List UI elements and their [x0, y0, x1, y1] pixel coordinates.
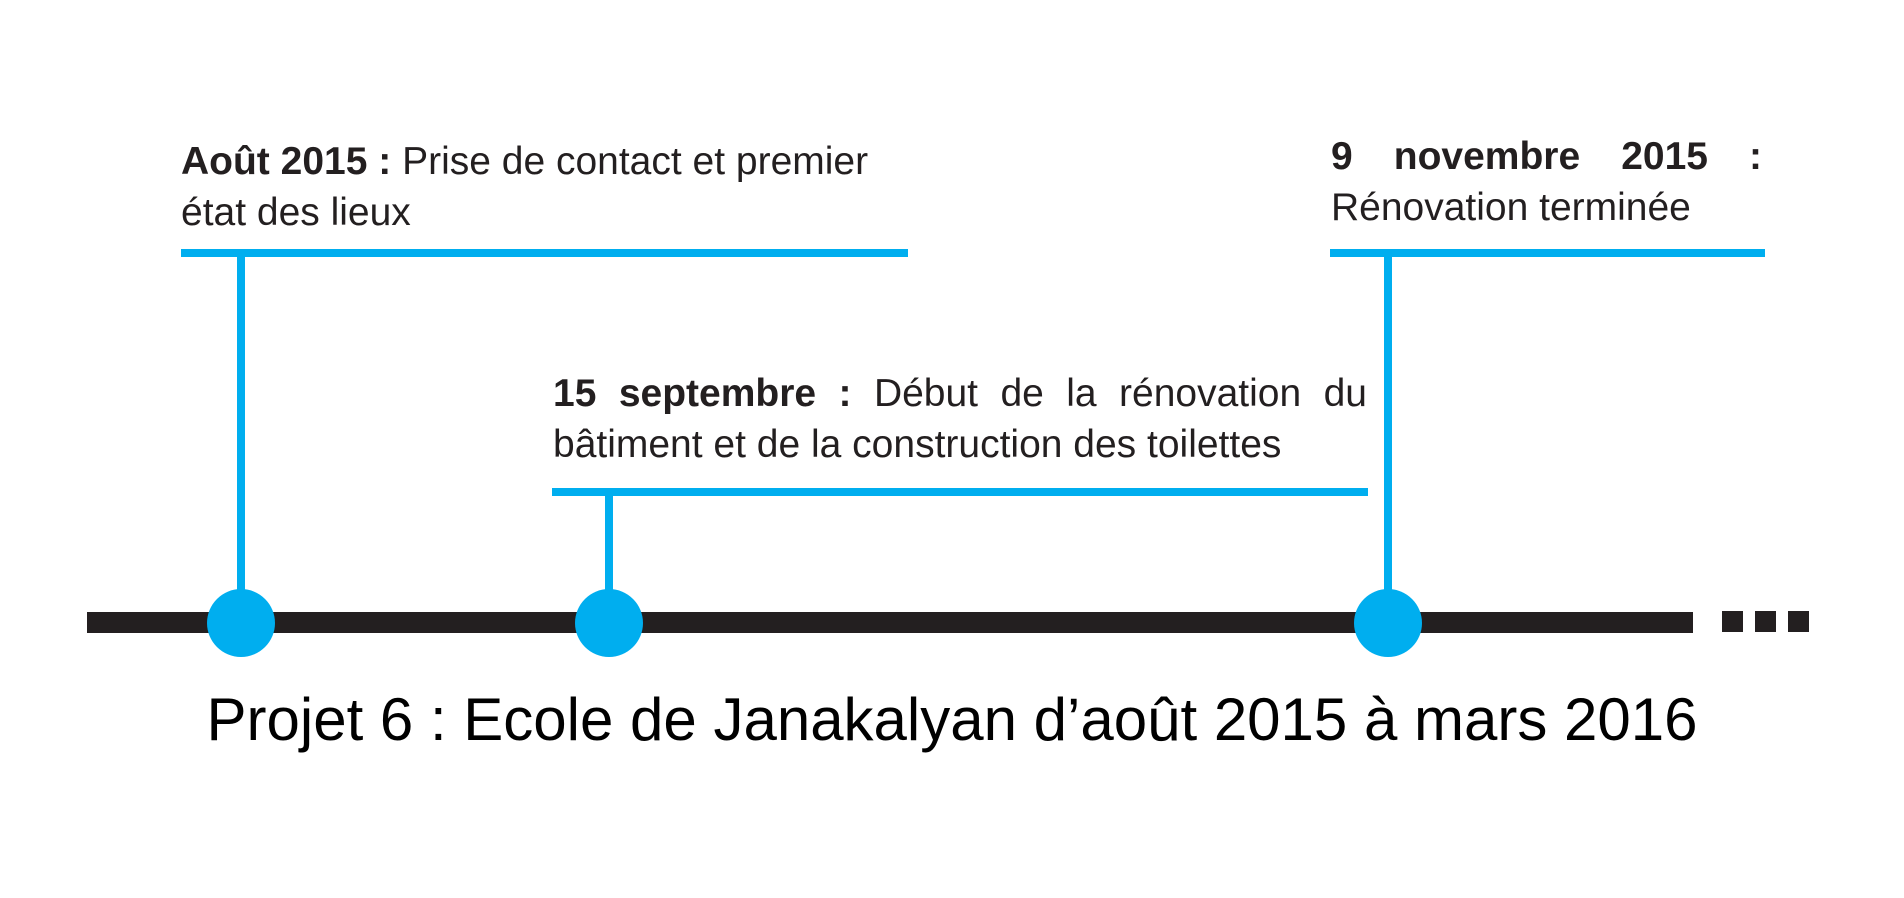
- event-text-1: Août 2015 : Prise de contact et premier …: [181, 136, 911, 238]
- event-underline-1: [181, 249, 908, 257]
- event-description-2: Début de la rénovation du bâtiment et de…: [553, 372, 1367, 466]
- continuation-dot: [1788, 611, 1809, 632]
- event-date-3: 9 novembre 2015 :: [1331, 135, 1762, 178]
- event-connector-2: [605, 492, 613, 613]
- timeline-marker-1: [207, 589, 275, 657]
- timeline-axis: [87, 612, 1693, 633]
- event-description-1: Prise de contact et premier état des lie…: [181, 140, 869, 234]
- event-text-3: 9 novembre 2015 : Rénovation terminée: [1331, 131, 1762, 233]
- timeline-title: Projet 6 : Ecole de Janakalyan d’août 20…: [206, 686, 1698, 753]
- timeline-marker-3: [1354, 589, 1422, 657]
- event-connector-3: [1384, 253, 1392, 613]
- event-underline-2: [552, 488, 1368, 496]
- event-connector-1: [237, 253, 245, 613]
- event-date-1: Août 2015 :: [181, 140, 392, 183]
- timeline-marker-2: [575, 589, 643, 657]
- event-description-3: Rénovation terminée: [1331, 186, 1691, 229]
- continuation-dot: [1722, 611, 1743, 632]
- event-date-2: 15 septembre :: [553, 372, 852, 415]
- event-text-2: 15 septembre : Début de la rénovation du…: [553, 368, 1367, 470]
- continuation-dot: [1755, 611, 1776, 632]
- event-underline-3: [1330, 249, 1765, 257]
